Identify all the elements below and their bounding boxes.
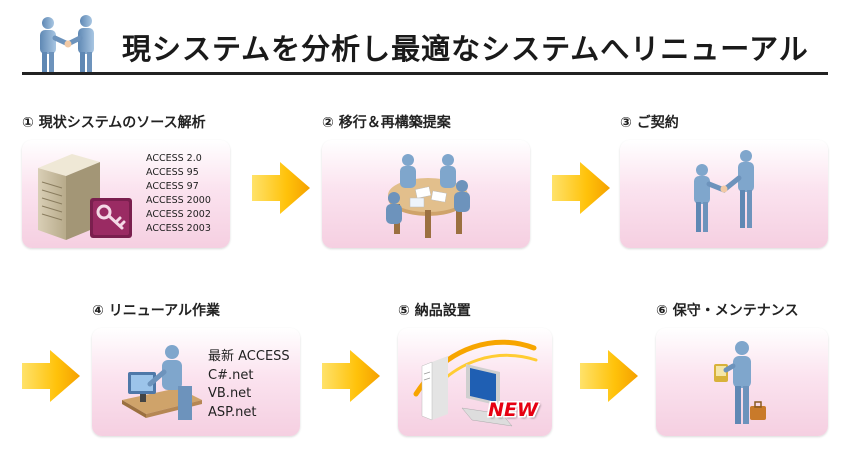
arrow-right-icon	[22, 350, 80, 402]
list-item: VB.net	[208, 386, 252, 401]
list-item: ACCESS 2.0	[146, 153, 202, 164]
step-5-card: NEW	[398, 328, 552, 436]
page-title: 現システムを分析し最適なシステムへリニューアル	[122, 32, 809, 66]
header: 現システムを分析し最適なシステムへリニューアル	[0, 0, 850, 80]
list-item: ACCESS 2000	[146, 195, 211, 206]
meeting-table-icon	[386, 154, 470, 238]
technology-list: 最新 ACCESS C#.net VB.net ASP.net	[208, 348, 290, 422]
new-badge: NEW	[488, 399, 538, 421]
step-2-card	[322, 140, 530, 248]
arrow-right-icon	[322, 350, 380, 402]
access-version-list: ACCESS 2.0 ACCESS 95 ACCESS 97 ACCESS 20…	[146, 152, 211, 236]
step-2-label: ② 移行＆再構築提案	[322, 115, 451, 131]
list-item: ASP.net	[208, 404, 257, 420]
computer-new-icon	[413, 339, 538, 427]
list-item: ACCESS 97	[146, 181, 199, 192]
step-6-label: ⑥ 保守・メンテナンス	[656, 303, 799, 319]
header-divider	[22, 72, 828, 75]
programmer-icon	[122, 345, 202, 420]
step-5-label: ⑤ 納品設置	[398, 303, 471, 319]
step-3-label: ③ ご契約	[620, 115, 679, 131]
handshake-icon	[694, 150, 754, 232]
step-3-card	[620, 140, 828, 248]
step-4-label: ④ リニューアル作業	[92, 303, 221, 319]
step-1-label: ① 現状システムのソース解析	[22, 115, 206, 131]
step-6-card	[656, 328, 828, 436]
list-item: ACCESS 2002	[146, 209, 211, 220]
list-item: ACCESS 95	[146, 167, 199, 178]
step-4-card: 最新 ACCESS C#.net VB.net ASP.net	[92, 328, 300, 436]
maintenance-person-icon	[714, 341, 766, 424]
arrow-right-icon	[552, 162, 610, 214]
list-item: C#.net	[208, 367, 254, 383]
list-item: ACCESS 2003	[146, 223, 211, 234]
server-access-icon	[38, 154, 132, 240]
arrow-right-icon	[252, 162, 310, 214]
step-1-card: ACCESS 2.0 ACCESS 95 ACCESS 97 ACCESS 20…	[22, 140, 230, 248]
list-item: 最新 ACCESS	[208, 349, 290, 364]
handshake-people-icon	[40, 15, 94, 74]
arrow-right-icon	[580, 350, 638, 402]
